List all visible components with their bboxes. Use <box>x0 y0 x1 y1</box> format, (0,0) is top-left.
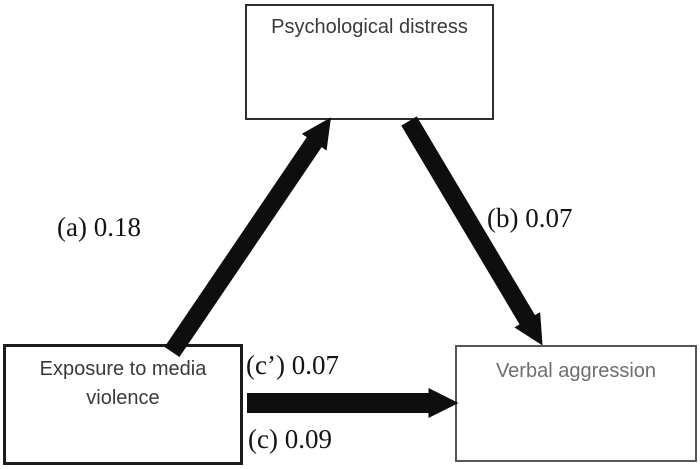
node-exposure-media-violence: Exposure to media violence <box>3 344 243 465</box>
path-c-prime-coefficient-label: (c’) 0.07 <box>246 350 339 380</box>
node-verbal-aggression-label: Verbal aggression <box>495 360 657 382</box>
path-b-coefficient-label: (b) 0.07 <box>487 203 573 233</box>
node-psychological-distress: Psychological distress <box>245 4 494 120</box>
node-exposure-media-violence-label: Exposure to media violence <box>39 358 207 409</box>
path-a-arrow <box>164 117 331 358</box>
node-psychological-distress-label: Psychological distress <box>271 16 468 38</box>
path-c-coefficient-label: (c) 0.09 <box>248 424 332 454</box>
node-verbal-aggression: Verbal aggression <box>455 345 697 462</box>
path-a-coefficient-label: (a) 0.18 <box>57 212 141 242</box>
